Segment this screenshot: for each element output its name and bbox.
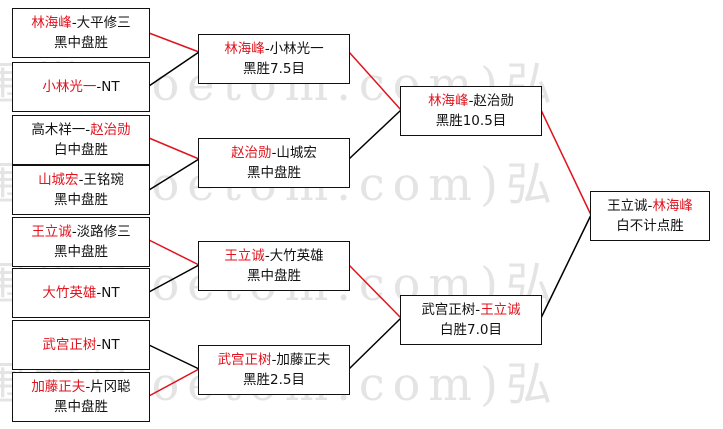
player-name: 王立诚 — [480, 302, 521, 318]
player-name: -山城宏 — [271, 145, 317, 161]
match-result: 白中盘胜 — [54, 142, 108, 158]
player-name: 山城宏 — [38, 172, 79, 188]
player-name: 武宫正树- — [421, 302, 481, 318]
player-name: 林海峰 — [652, 198, 693, 214]
match-result: 白不计点胜 — [616, 218, 684, 234]
match-r2-4: 武宫正树-加藤正夫 黑胜2.5目 — [198, 345, 350, 395]
player-name: -大平修三 — [71, 15, 131, 31]
player-name: 王立诚- — [607, 198, 653, 214]
match-r1-8: 加藤正夫-片冈聪 黑中盘胜 — [12, 372, 150, 422]
match-players: 林海峰-赵治勋 — [428, 91, 514, 111]
match-r1-2: 小林光一-NT — [12, 62, 150, 112]
player-name: 林海峰 — [224, 41, 265, 57]
line-r1m6 — [148, 264, 200, 293]
player-name: -加藤正夫 — [271, 352, 331, 368]
match-result: 黑中盘胜 — [54, 192, 108, 208]
match-result: 黑胜10.5目 — [435, 113, 507, 129]
player-name: 林海峰 — [31, 15, 72, 31]
player-name: 高木祥一- — [31, 122, 91, 138]
line-r2m3-win — [348, 264, 402, 319]
line-r2m2 — [348, 109, 402, 160]
line-r1m7 — [148, 344, 200, 370]
line-r2m4 — [348, 317, 402, 370]
line-r3m2 — [540, 214, 592, 319]
match-result: 黑胜2.5目 — [243, 372, 305, 388]
match-r3-1: 林海峰-赵治勋 黑胜10.5目 — [400, 86, 542, 136]
line-r1m5-win — [148, 239, 200, 266]
player-name: 大竹英雄 — [42, 285, 97, 301]
player-name: 王立诚 — [31, 224, 72, 240]
line-r1m2 — [148, 51, 200, 87]
line-r1m1-win — [148, 32, 200, 53]
player-name: -小林光一 — [264, 41, 324, 57]
player-name: 赵治勋 — [231, 145, 272, 161]
match-players: 山城宏-王铭琬 — [38, 170, 124, 190]
match-players: 小林光一-NT — [42, 77, 119, 97]
match-r1-1: 林海峰-大平修三 黑中盘胜 — [12, 8, 150, 58]
line-r2m1-win — [348, 51, 402, 111]
player-name: -赵治勋 — [468, 93, 514, 109]
match-r1-6: 大竹英雄-NT — [12, 268, 150, 318]
match-players: 武宫正树-NT — [42, 335, 119, 355]
player-name: -王铭琬 — [78, 172, 124, 188]
match-players: 大竹英雄-NT — [42, 283, 119, 303]
match-players: 赵治勋-山城宏 — [231, 143, 317, 163]
match-result: 黑胜7.5目 — [243, 61, 305, 77]
match-r1-7: 武宫正树-NT — [12, 320, 150, 370]
player-name: -片冈聪 — [85, 379, 131, 395]
match-players: 王立诚-淡路修三 — [31, 222, 130, 242]
match-r2-1: 林海峰-小林光一 黑胜7.5目 — [198, 34, 350, 84]
match-r2-2: 赵治勋-山城宏 黑中盘胜 — [198, 138, 350, 188]
line-r1m8-win — [148, 368, 200, 397]
match-r2-3: 王立诚-大竹英雄 黑中盘胜 — [198, 241, 350, 291]
player-name: 王立诚 — [224, 248, 265, 264]
match-players: 林海峰-小林光一 — [224, 39, 323, 59]
match-players: 武宫正树-王立诚 — [421, 300, 520, 320]
match-result: 黑中盘胜 — [54, 399, 108, 415]
player-name: -NT — [96, 79, 120, 95]
match-players: 高木祥一-赵治勋 — [31, 120, 130, 140]
match-r1-4: 山城宏-王铭琬 黑中盘胜 — [12, 165, 150, 215]
match-r1-3: 高木祥一-赵治勋 白中盘胜 — [12, 115, 150, 165]
player-name: 赵治勋 — [90, 122, 131, 138]
match-players: 王立诚-林海峰 — [607, 196, 693, 216]
player-name: 武宫正树 — [42, 337, 97, 353]
line-r1m3-win — [148, 137, 200, 160]
match-players: 林海峰-大平修三 — [31, 13, 130, 33]
match-final: 王立诚-林海峰 白不计点胜 — [590, 191, 710, 241]
match-r3-2: 武宫正树-王立诚 白胜7.0目 — [400, 295, 542, 345]
match-result: 黑中盘胜 — [54, 244, 108, 260]
player-name: 林海峰 — [428, 93, 469, 109]
player-name: -淡路修三 — [71, 224, 131, 240]
match-result: 黑中盘胜 — [247, 268, 301, 284]
line-r3m1-win — [540, 109, 592, 216]
match-result: 黑中盘胜 — [247, 165, 301, 181]
player-name: 武宫正树 — [217, 352, 272, 368]
match-r1-5: 王立诚-淡路修三 黑中盘胜 — [12, 217, 150, 267]
player-name: -NT — [96, 337, 120, 353]
player-name: -NT — [96, 285, 120, 301]
line-r1m4 — [148, 158, 200, 191]
match-result: 白胜7.0目 — [440, 322, 502, 338]
player-name: -大竹英雄 — [264, 248, 324, 264]
match-result: 黑中盘胜 — [54, 35, 108, 51]
match-players: 王立诚-大竹英雄 — [224, 246, 323, 266]
match-players: 加藤正夫-片冈聪 — [31, 377, 130, 397]
player-name: 加藤正夫 — [31, 379, 86, 395]
match-players: 武宫正树-加藤正夫 — [218, 350, 331, 370]
player-name: 小林光一 — [42, 79, 97, 95]
